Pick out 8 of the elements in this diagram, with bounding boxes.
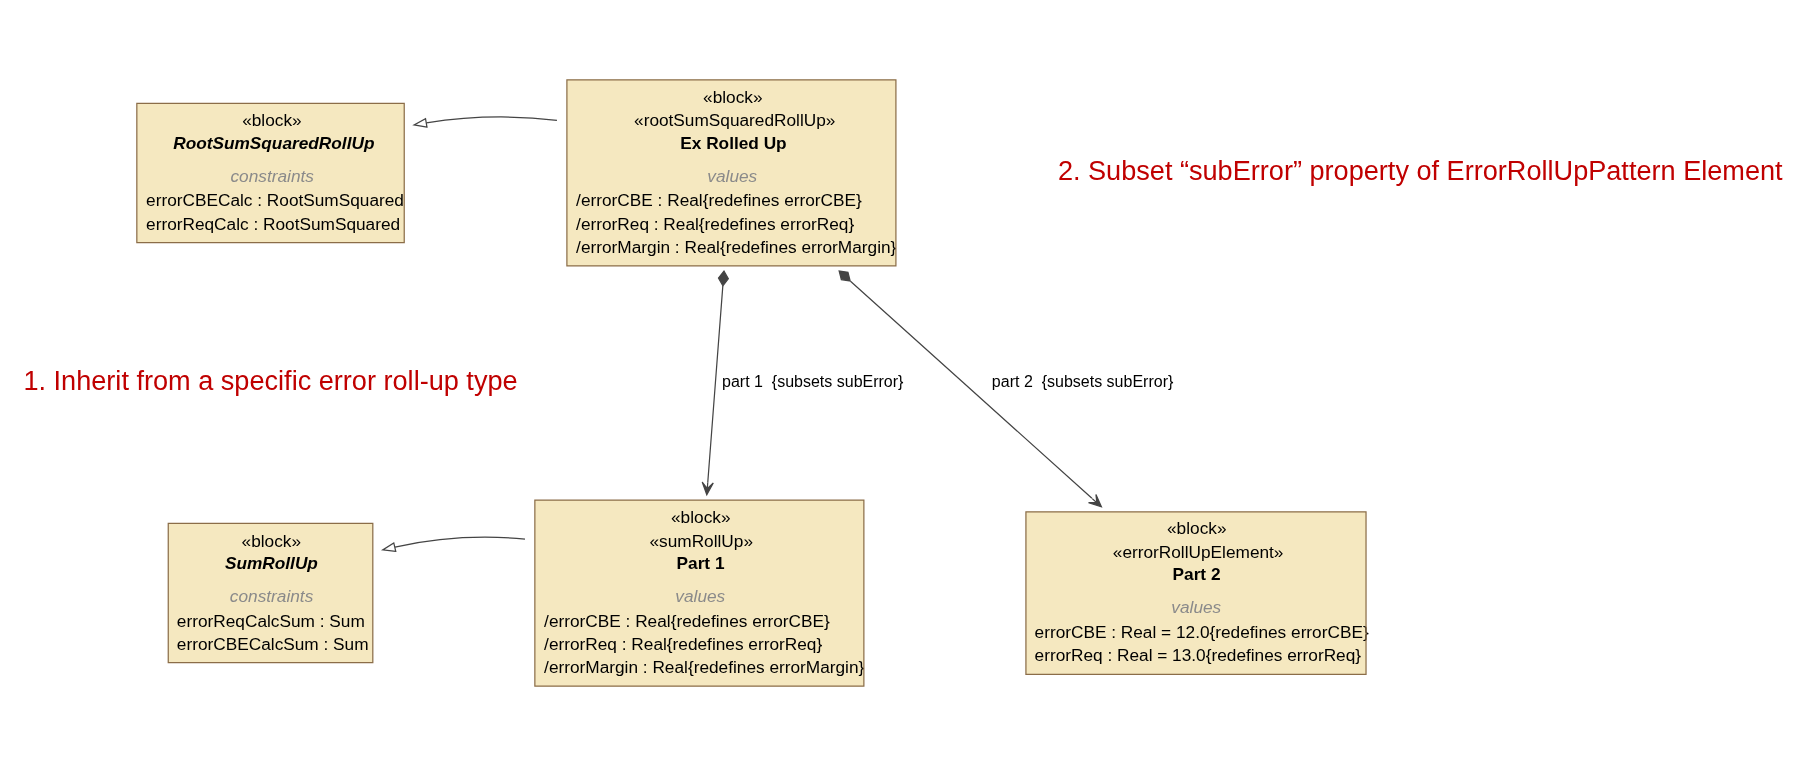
edge-label: part 2 {subsets subError} [991,373,1174,391]
arrow [701,269,730,496]
arrow [380,536,526,552]
label: 1. Inherit from a specific error roll-up type [23,364,518,396]
arrow [412,116,558,128]
label: 2. Subset “subError” property of ErrorRollUpPattern Element [1057,154,1783,186]
arrow [838,270,1102,508]
edge-label: part 1 {subsets subError} [722,373,904,391]
